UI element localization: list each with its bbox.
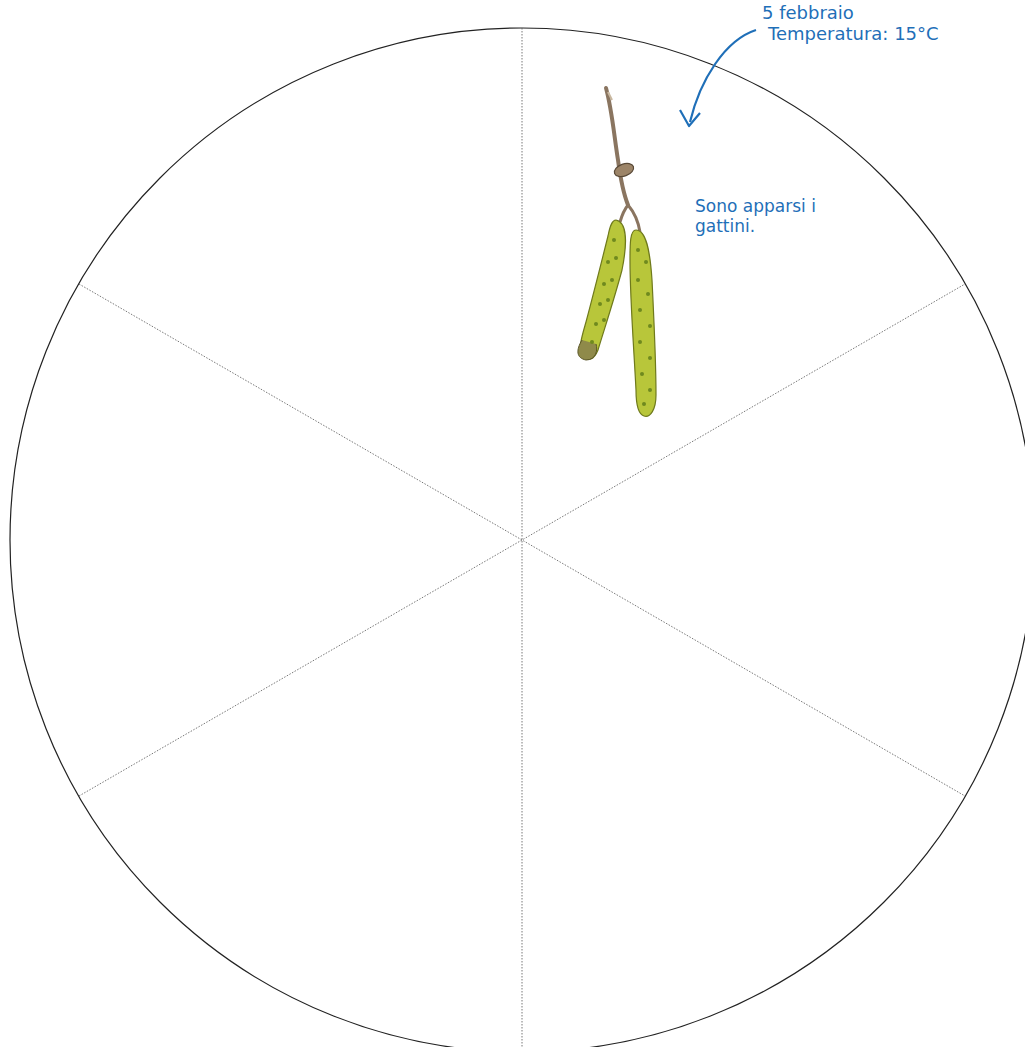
sector-line (79, 284, 965, 796)
annotation-text: 5 febbraio (762, 2, 854, 24)
sector-line (79, 284, 965, 796)
annotation-text: Temperatura: 15°C (768, 23, 939, 45)
season-circle (10, 28, 1025, 1047)
sector-lines (79, 28, 965, 1047)
sector-line (522, 28, 523, 1047)
leader-arrow (680, 30, 756, 126)
annotation-text: Sono apparsi i gattini. (695, 196, 819, 237)
catkin-illustration (578, 88, 656, 416)
